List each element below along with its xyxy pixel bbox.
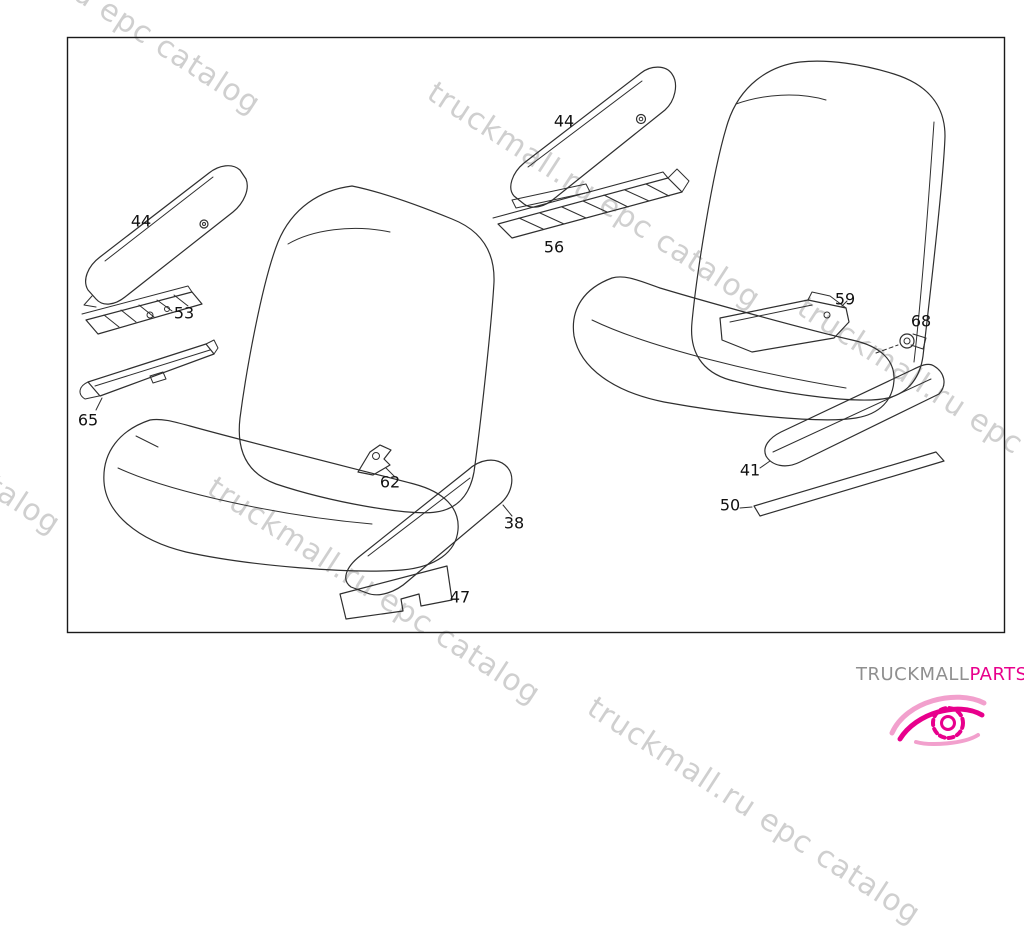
part-38-valance <box>345 459 513 596</box>
part-65-rail-inner <box>94 349 211 387</box>
part-59-bracket-inner <box>729 304 813 323</box>
logo-text-truckmall: TRUCKMALL <box>856 664 970 685</box>
left-seat-backrest <box>238 185 495 514</box>
part-56-rail <box>497 177 683 239</box>
seat-parts-diagram <box>66 36 1006 634</box>
part-38-leader <box>502 504 513 517</box>
gear-swirl-icon <box>889 694 987 746</box>
part-44-top-bracket <box>510 66 677 208</box>
part-65-end-foot <box>205 339 219 355</box>
part-44-left-knob <box>199 219 209 229</box>
right-seat-backrest-edge <box>913 121 935 363</box>
part-44-left-bracket <box>85 165 248 305</box>
part-44-left-foot <box>83 295 97 308</box>
part-59-bracket <box>719 299 850 353</box>
truckmallparts-logo: TRUCKMALLPARTS <box>856 664 1024 747</box>
part-56-end-tab <box>667 168 690 193</box>
right-seat-backrest-crease <box>735 94 827 105</box>
part-44-left-knob-center <box>202 222 206 226</box>
left-seat-cushion <box>103 418 459 572</box>
part-68-leader <box>875 344 899 354</box>
part-47-plate <box>339 565 453 620</box>
part-53-bolt <box>164 306 170 312</box>
part-41-trim <box>764 363 945 467</box>
part-41-leader <box>759 460 771 469</box>
part-44-top-knob-center <box>638 116 644 122</box>
left-seat-cushion-notch <box>135 435 159 448</box>
part-65-leader <box>95 397 103 411</box>
part-65-tab <box>149 371 167 384</box>
part-65-rail <box>87 343 215 397</box>
left-seat-cushion-crease <box>117 467 373 525</box>
diagram-frame <box>66 36 1006 634</box>
logo-text-parts: PARTS <box>969 664 1024 685</box>
part-44-top-knob <box>635 113 647 125</box>
part-56-rail-struts <box>518 183 670 230</box>
part-44-left-bracket-inner <box>104 176 214 262</box>
part-53-bolt <box>146 311 154 319</box>
part-62-bracket <box>357 444 392 476</box>
part-53-rail-flange <box>81 285 193 315</box>
part-50-leader <box>739 506 753 509</box>
part-53-rail <box>85 291 203 335</box>
part-62-leader <box>385 467 396 478</box>
part-59-bracket-top <box>807 291 847 309</box>
part-53-rail-struts <box>103 294 189 328</box>
left-seat-backrest-crease <box>287 227 391 245</box>
part-68-clip <box>899 333 915 349</box>
part-65-hook <box>79 381 100 400</box>
right-seat-cushion-crease <box>591 319 847 389</box>
part-62-hole <box>372 452 380 460</box>
part-44-top-bracket-inner <box>527 80 643 168</box>
part-50-strip <box>753 451 945 517</box>
part-59-hole <box>823 311 831 319</box>
diagram-linework <box>79 60 946 620</box>
part-68-tab <box>910 333 927 350</box>
right-seat-cushion <box>572 276 895 421</box>
part-68-clip-center <box>903 337 911 345</box>
part-56-rail-flange <box>492 171 669 219</box>
right-seat-backrest <box>690 60 946 401</box>
part-59-leader <box>841 300 848 307</box>
logo-text: TRUCKMALLPARTS <box>856 664 1024 685</box>
part-41-trim-inner <box>772 378 932 453</box>
part-38-valance-inner <box>367 477 471 557</box>
